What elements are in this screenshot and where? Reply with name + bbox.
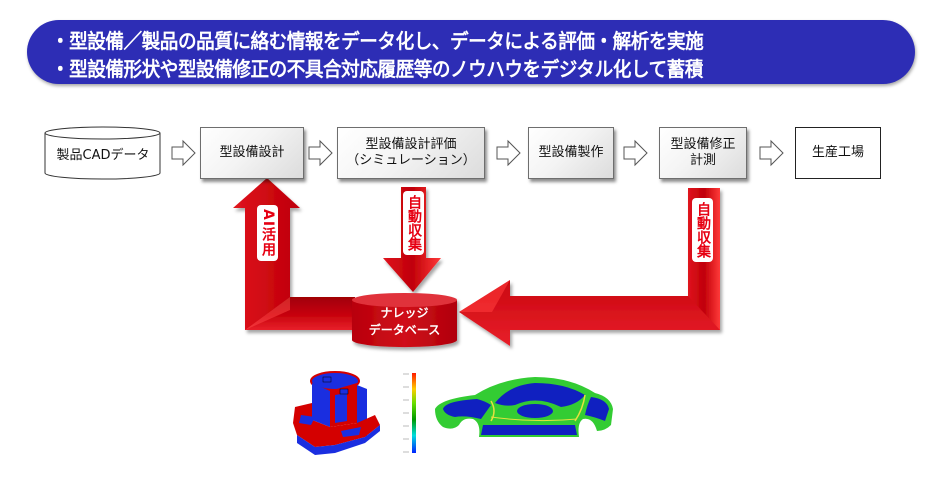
step-label: 型設備製作 [538,145,604,160]
banner-line-1: ・型設備／製品の品質に絡む情報をデータ化し、データによる評価・解析を実施 [51,29,704,53]
step-production-plant: 生産工場 [795,127,881,179]
header-banner: ・型設備／製品の品質に絡む情報をデータ化し、データによる評価・解析を実施 ・型設… [27,20,915,84]
step-label: 型設備設計 [219,145,285,160]
flow-arrow-5 [759,139,784,167]
step-mold-fabrication: 型設備製作 [528,127,614,179]
knowledge-database-shape [352,293,458,348]
auto-collect-label-center: 自動収集 [403,191,424,255]
step-label: 型設備設計評価 [365,137,457,152]
cad-data-label: 製品CADデータ [56,148,150,163]
collect-right-arrow [459,188,720,346]
color-scale-legend [403,373,416,453]
step-mold-correction-measure: 型設備修正 計測 [659,127,747,179]
database-line-2: データベース [368,323,441,337]
ai-feedback-arrow [233,178,355,330]
step-mold-design: 型設備設計 [200,127,304,179]
step-label: 型設備修正 [670,137,736,152]
flow-arrow-2 [308,139,333,167]
step-mold-design-evaluation: 型設備設計評価 （シミュレーション） [337,127,485,179]
part-heatmap-image [293,371,380,455]
banner-line-2: ・型設備形状や型設備修正の不具合対応履歴等のノウハウをデジタル化して蓄積 [51,57,703,81]
flow-arrow-4 [623,139,648,167]
step-sublabel: （シミュレーション） [346,153,476,168]
ai-usage-label: AI活用 [257,205,278,262]
flow-arrow-3 [496,139,521,167]
simulation-images [293,371,613,455]
car-body-image [435,377,613,437]
flow-arrow-1 [171,139,196,167]
step-sublabel: 計測 [689,153,716,168]
step-label: 生産工場 [811,145,864,160]
database-line-1: ナレッジ [380,306,429,320]
knowledge-database-label: ナレッジ データベース [352,305,457,339]
cad-data-cylinder [44,126,161,180]
auto-collect-label-right: 自動収集 [692,198,713,262]
flow-arrows [171,139,784,167]
